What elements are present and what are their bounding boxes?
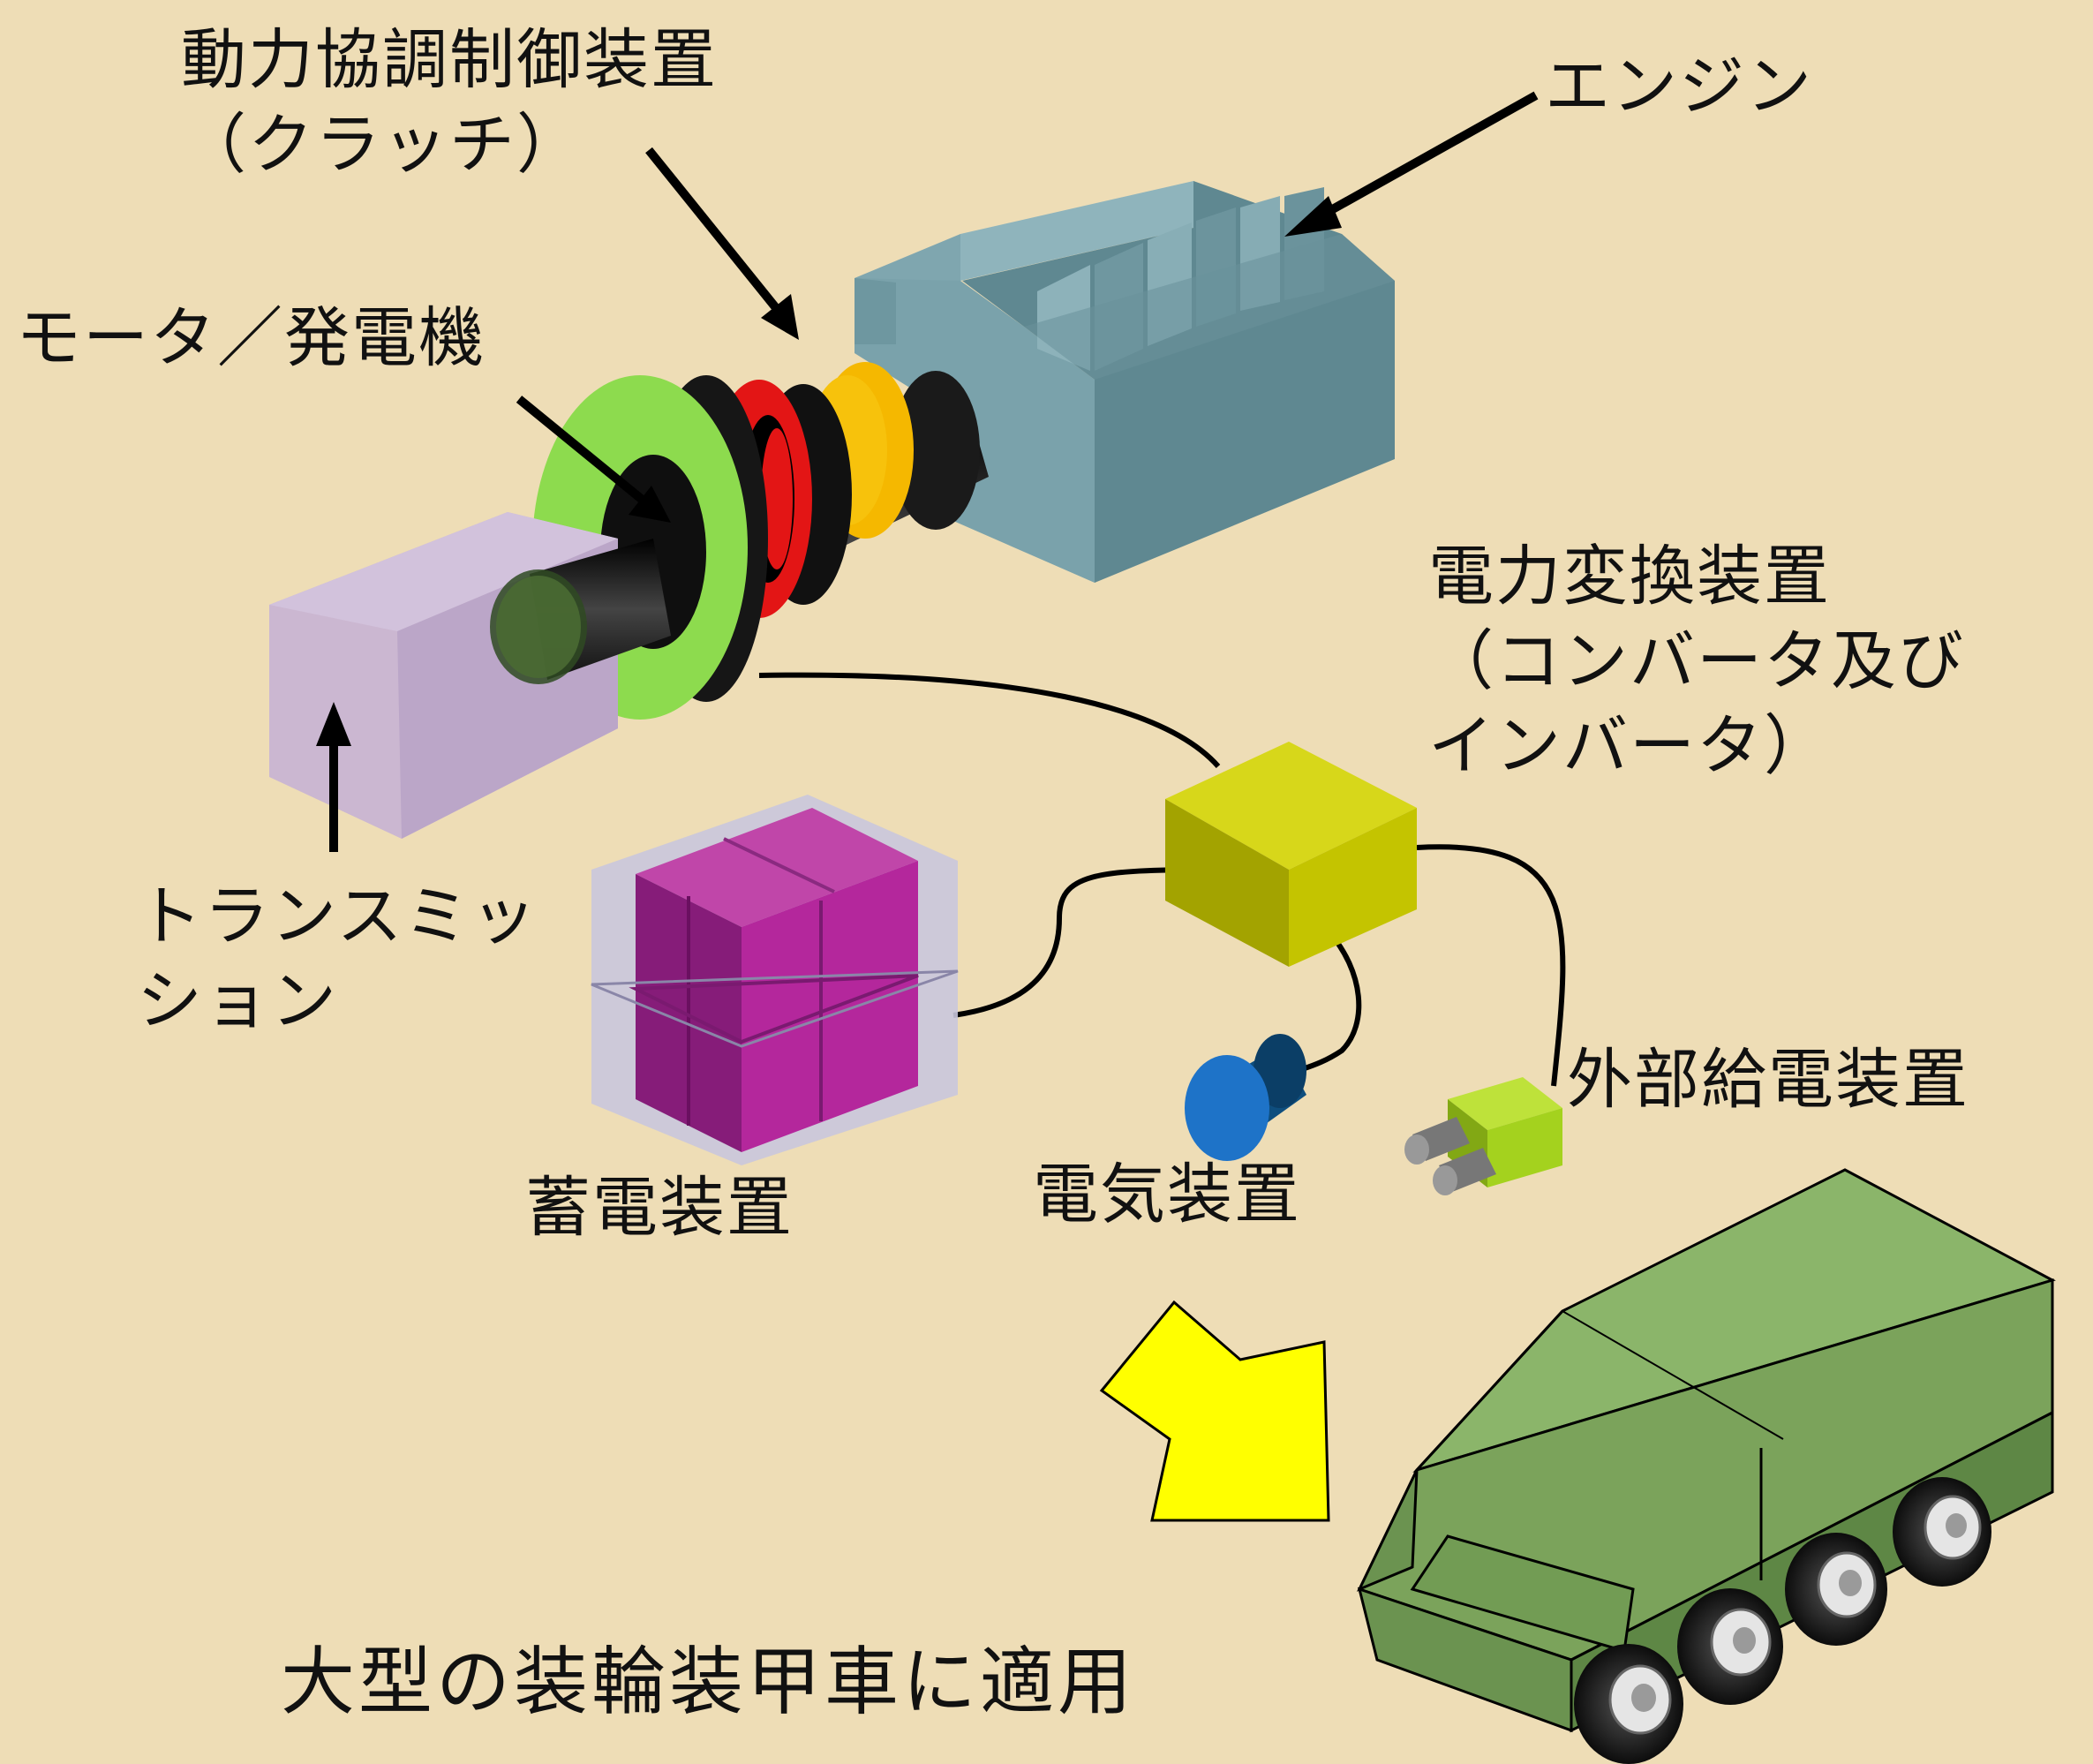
pointer-arrows <box>316 91 1539 852</box>
arrow-to-transmission <box>316 702 351 852</box>
cable-converter-to-external <box>1416 844 1566 1087</box>
arrow-to-clutch <box>645 147 799 340</box>
label-electrical: 電気装置 <box>1033 1157 1301 1233</box>
cable-motor-to-converter <box>758 672 1221 768</box>
transmission-input-shaft <box>490 539 671 684</box>
battery-pack <box>591 795 959 1165</box>
electrical-device <box>1185 1034 1306 1161</box>
label-power-converter: 電力変換装置 （コンバータ及び インバータ） <box>1428 534 1965 788</box>
label-converter-line-3: インバータ） <box>1428 708 1831 784</box>
label-external-power: 外部給電装置 <box>1567 1042 1969 1118</box>
label-clutch-line-1: 動力協調制御装置 <box>181 22 718 98</box>
external-power-supply <box>1404 1077 1562 1195</box>
wheel-3 <box>1785 1533 1887 1646</box>
label-converter-line-2: （コンバータ及び <box>1428 623 1965 699</box>
label-battery: 蓄電装置 <box>525 1170 794 1246</box>
label-transmission-line-2: ション <box>137 963 338 1039</box>
power-converter-cube <box>1165 742 1417 967</box>
cable-converter-to-battery <box>952 867 1215 1018</box>
wheel-2 <box>1677 1588 1783 1705</box>
application-arrow <box>1099 1300 1330 1522</box>
label-engine: エンジン <box>1545 49 1813 124</box>
arrow-to-engine <box>1284 91 1539 237</box>
label-converter-line-1: 電力変換装置 <box>1428 539 1831 614</box>
label-clutch: 動力協調制御装置 （クラッチ） <box>181 18 718 187</box>
label-transmission: トランスミッ ション <box>137 874 538 1044</box>
wheel-1 <box>1574 1644 1683 1764</box>
arrow-to-motor <box>516 396 671 523</box>
label-application: 大型の装輪装甲車に適用 <box>281 1639 1136 1725</box>
label-motor-generator: モータ／発電機 <box>16 300 486 376</box>
engine-block <box>855 181 1395 583</box>
transmission-box <box>269 512 618 839</box>
wheel-4 <box>1893 1477 1991 1587</box>
label-transmission-line-1: トランスミッ <box>137 878 538 954</box>
label-clutch-line-2: （クラッチ） <box>181 107 583 183</box>
vehicle-wheels <box>1574 1477 1991 1764</box>
